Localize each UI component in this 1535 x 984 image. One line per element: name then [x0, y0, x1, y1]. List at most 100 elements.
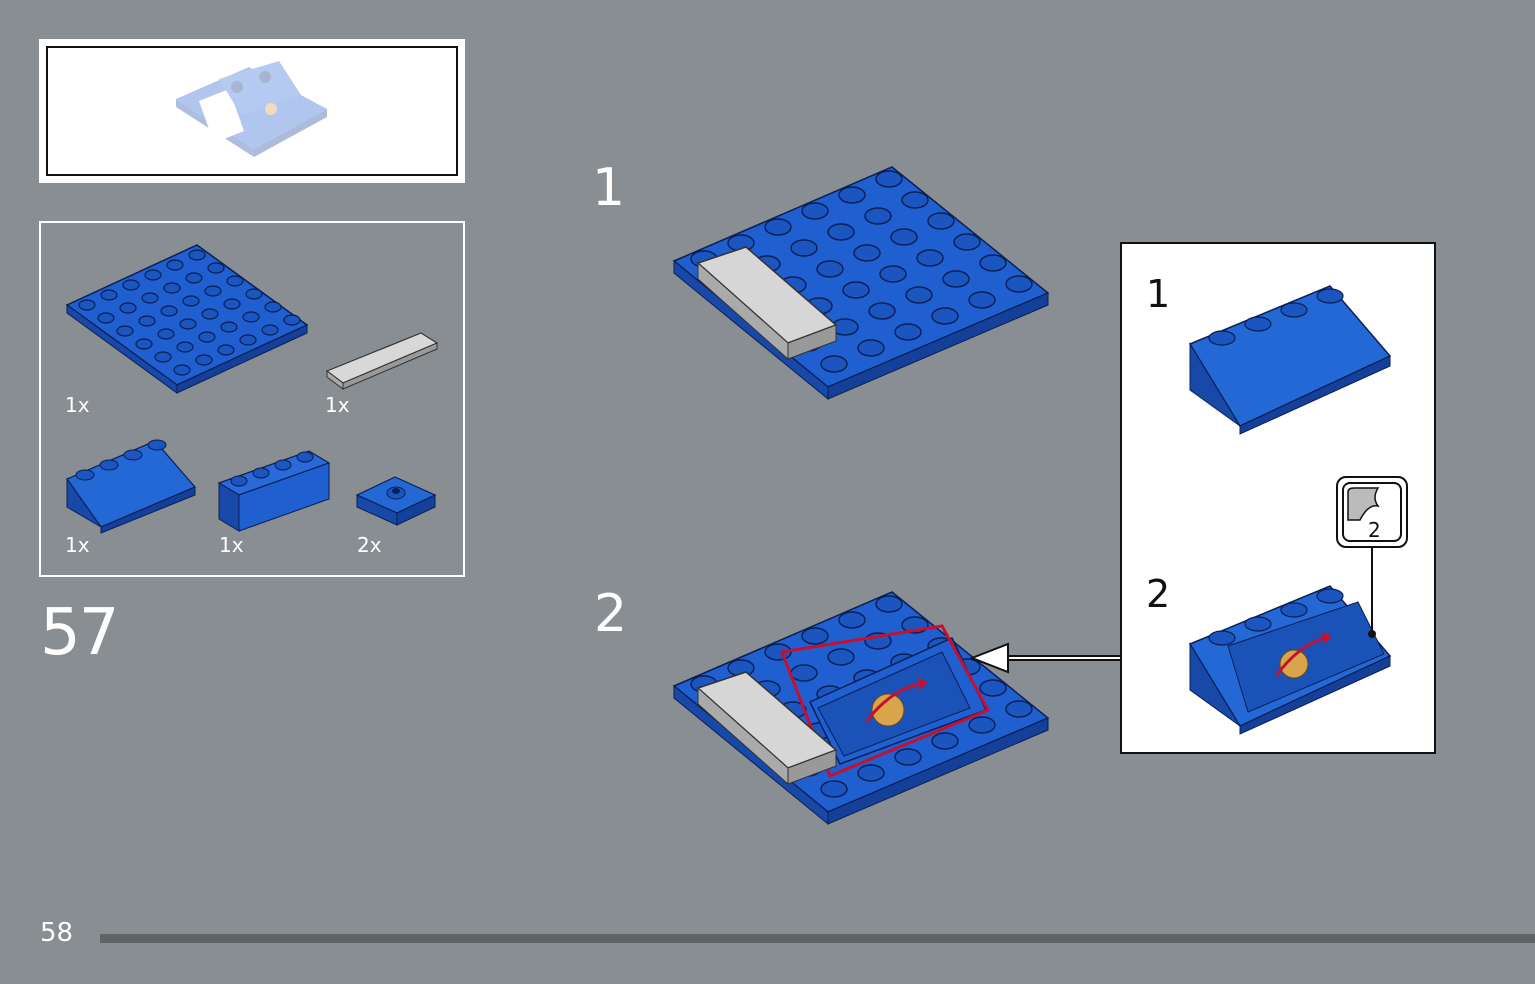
- part-tile-1x4: [325, 332, 439, 390]
- part-qty: 1x: [65, 393, 90, 417]
- stud: [144, 269, 162, 281]
- stud: [166, 259, 184, 271]
- step-number: 57: [40, 596, 119, 670]
- stud: [905, 286, 933, 304]
- stud: [901, 191, 929, 209]
- stud: [283, 314, 301, 326]
- stud: [968, 291, 996, 309]
- part-qty: 2x: [357, 533, 382, 557]
- part-brick-1x4: [217, 450, 331, 532]
- space-logo-icon: [1274, 632, 1332, 679]
- stud: [154, 351, 172, 363]
- callout-slope-plain: [1188, 285, 1392, 435]
- stud: [1005, 275, 1033, 293]
- stud: [857, 764, 885, 782]
- stud: [1005, 700, 1033, 718]
- stud: [864, 207, 892, 225]
- stud: [226, 275, 244, 287]
- stud: [182, 295, 200, 307]
- sticker-number: 2: [1368, 518, 1381, 542]
- stud: [138, 315, 156, 327]
- callout-step-label: 2: [1146, 572, 1171, 616]
- stud: [968, 716, 996, 734]
- sticker-icon: 2: [1336, 476, 1408, 548]
- stud: [141, 292, 159, 304]
- stud: [916, 249, 944, 267]
- stud: [100, 289, 118, 301]
- stud: [207, 262, 225, 274]
- part-plate-6x6: [65, 244, 309, 394]
- stud: [816, 260, 844, 278]
- stud: [261, 324, 279, 336]
- stud: [890, 228, 918, 246]
- sub-step-2-model: [672, 591, 1050, 826]
- parts-list: 1x 1x 1x 1x 2x: [39, 221, 465, 577]
- stud: [820, 355, 848, 373]
- stud: [838, 611, 866, 629]
- stud: [857, 339, 885, 357]
- stud: [842, 281, 870, 299]
- stud: [173, 364, 191, 376]
- part-qty: 1x: [219, 533, 244, 557]
- stud: [827, 648, 855, 666]
- stud: [931, 732, 959, 750]
- stud: [242, 311, 260, 323]
- stud: [135, 338, 153, 350]
- progress-bar: [100, 934, 1535, 943]
- sub-step-label: 2: [594, 584, 628, 644]
- stud: [838, 186, 866, 204]
- callout-box: 1 2 2: [1120, 242, 1436, 754]
- preview-model: [176, 61, 327, 157]
- stud: [790, 664, 818, 682]
- stud: [894, 323, 922, 341]
- stud: [827, 223, 855, 241]
- stud: [953, 233, 981, 251]
- stud: [220, 321, 238, 333]
- stud: [198, 331, 216, 343]
- sticker-leader-line: [1371, 548, 1373, 634]
- stud: [179, 318, 197, 330]
- stud: [201, 308, 219, 320]
- preview-frame: [46, 46, 458, 176]
- stud: [875, 595, 903, 613]
- part-plate-1x1: [355, 476, 437, 526]
- stud: [185, 272, 203, 284]
- stud: [97, 312, 115, 324]
- preview-box: [39, 39, 465, 183]
- stud: [204, 285, 222, 297]
- stud: [853, 244, 881, 262]
- stud: [119, 302, 137, 314]
- sticker-anchor-dot: [1368, 630, 1376, 638]
- stud: [942, 270, 970, 288]
- stud: [764, 218, 792, 236]
- stud: [801, 627, 829, 645]
- stud: [245, 288, 263, 300]
- stud: [894, 748, 922, 766]
- stud: [931, 307, 959, 325]
- stud: [223, 298, 241, 310]
- stud: [163, 282, 181, 294]
- stud: [195, 354, 213, 366]
- part-slope-2x4: [66, 439, 196, 534]
- stud: [790, 239, 818, 257]
- callout-step-label: 1: [1146, 272, 1171, 316]
- stud: [979, 679, 1007, 697]
- stud: [176, 341, 194, 353]
- stud: [820, 780, 848, 798]
- stud: [868, 302, 896, 320]
- part-qty: 1x: [65, 533, 90, 557]
- stud: [875, 170, 903, 188]
- page-number: 58: [40, 918, 74, 948]
- progress-fill: [100, 934, 1535, 943]
- arrow-left-icon: [969, 642, 1120, 674]
- stud: [264, 301, 282, 313]
- stud: [122, 279, 140, 291]
- space-logo-icon: [864, 678, 928, 727]
- callout-slope-sticker: [1188, 585, 1392, 735]
- stud: [927, 212, 955, 230]
- stud: [239, 334, 257, 346]
- sub-step-label: 1: [592, 158, 626, 218]
- part-qty: 1x: [325, 393, 350, 417]
- stud: [979, 254, 1007, 272]
- sub-step-1-model: [672, 166, 1050, 401]
